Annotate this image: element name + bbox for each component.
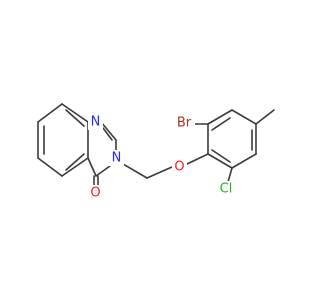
- bond-line: [231, 109, 257, 125]
- atom-o-ether: O: [174, 160, 184, 175]
- atom-br: Br: [177, 116, 192, 131]
- atom-o-carbonyl: O: [90, 186, 100, 201]
- bond-line: [87, 157, 97, 177]
- bond-line: [231, 153, 257, 169]
- bond-line: [100, 121, 117, 141]
- bond-line: [211, 117, 231, 131]
- bond-line: [37, 103, 63, 123]
- molecule-structure-diagram: N N O O Br Cl: [37, 103, 275, 201]
- bond-line: [207, 109, 233, 125]
- bond-line: [95, 165, 111, 177]
- bond-line: [37, 157, 63, 177]
- bond-line: [61, 157, 89, 177]
- bond-lines: [37, 103, 275, 187]
- bond-line: [211, 149, 231, 163]
- bond-line: [61, 103, 89, 123]
- bond-line: [65, 153, 85, 171]
- bond-line: [65, 109, 85, 127]
- bond-line: [186, 153, 209, 165]
- bond-line: [146, 166, 173, 179]
- bond-line: [122, 163, 148, 179]
- atom-n3: N: [112, 151, 122, 166]
- atom-labels: N N O O Br Cl: [88, 114, 235, 201]
- atom-n1: N: [91, 115, 101, 130]
- bond-line: [207, 153, 233, 169]
- atom-cl: Cl: [220, 182, 233, 197]
- bond-line: [255, 109, 275, 125]
- bond-line: [227, 167, 233, 183]
- bond-line: [102, 127, 113, 141]
